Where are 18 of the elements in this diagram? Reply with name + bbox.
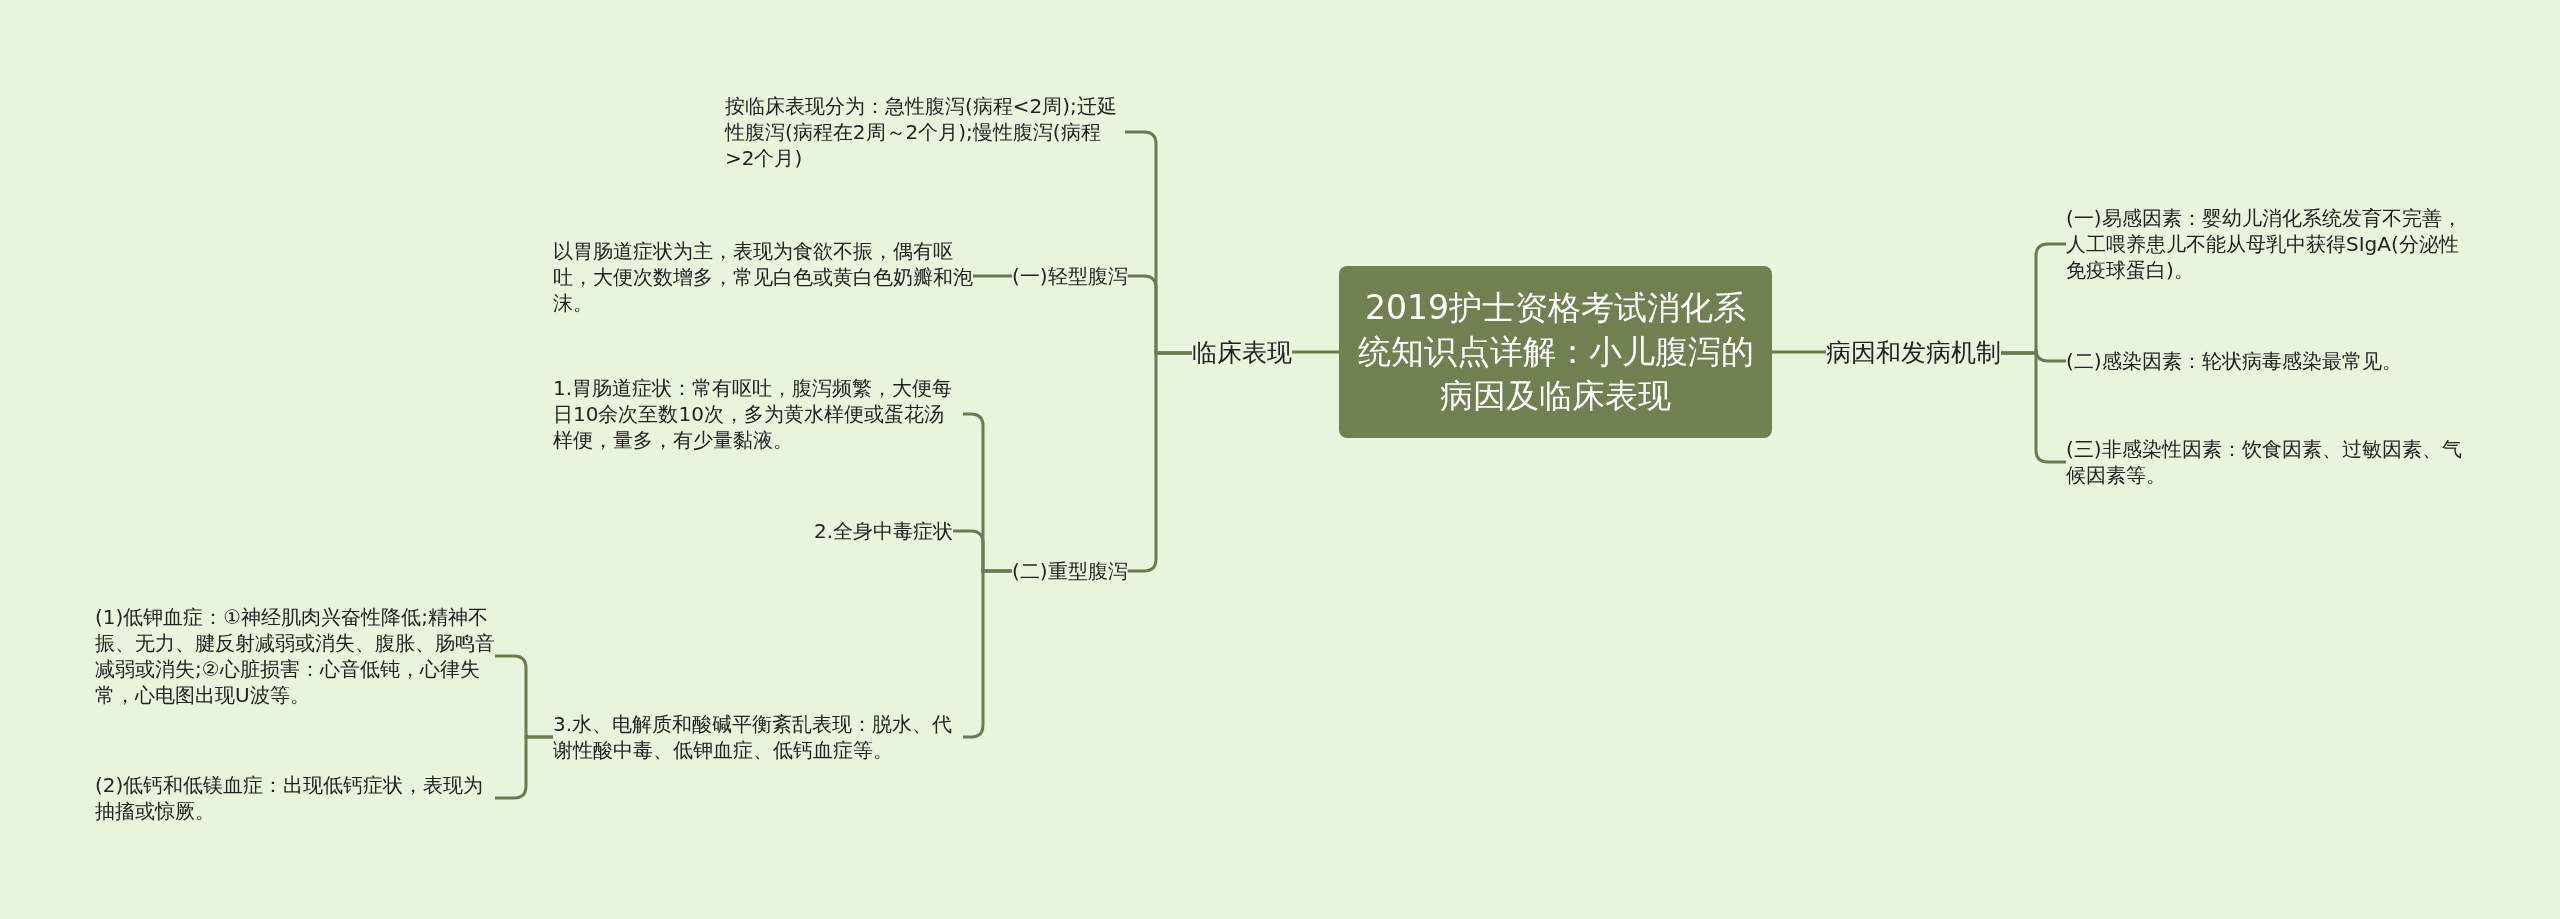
topic-text: 以胃肠道症状为主，表现为食欲不振，偶有呕吐，大便次数增多，常见白色或黄白色奶瓣和泡沫。 bbox=[553, 238, 973, 316]
topic-text: (一)易感因素：婴幼儿消化系统发育不完善，人工喂养患儿不能从母乳中获得SIgA(分泌性免疫球蛋白)。 bbox=[2066, 205, 2466, 283]
topic-text: 3.水、电解质和酸碱平衡紊乱表现：脱水、代谢性酸中毒、低钾血症、低钙血症等。 bbox=[553, 711, 963, 763]
topic-text: (二)重型腹泻 bbox=[1012, 558, 1128, 584]
connector-line bbox=[973, 274, 1012, 278]
topic-text: (一)轻型腹泻 bbox=[1012, 263, 1128, 289]
topic-text: 2.全身中毒症状 bbox=[814, 518, 954, 544]
topic-text: 1.胃肠道症状：常有呕吐，腹泻频繁，大便每日10余次至数10次，多为黄水样便或蛋花汤样便，量多，有少量黏液。 bbox=[553, 375, 963, 453]
branch-text: 临床表现 bbox=[1192, 337, 1292, 369]
branch-text: 病因和发病机制 bbox=[1826, 337, 2001, 369]
topic-text: (2)低钙和低镁血症：出现低钙症状，表现为抽搐或惊厥。 bbox=[95, 772, 495, 824]
connector-line bbox=[1292, 350, 1339, 354]
central-topic-box: 2019护士资格考试消化系统知识点详解：小儿腹泻的病因及临床表现 bbox=[1339, 266, 1772, 438]
topic-text: 按临床表现分为：急性腹泻(病程<2周);迁延性腹泻(病程在2周～2个月);慢性腹泻(病程>2个月) bbox=[725, 93, 1125, 171]
topic-text: (三)非感染性因素：饮食因素、过敏因素、气候因素等。 bbox=[2066, 436, 2466, 488]
topic-text: (二)感染因素：轮状病毒感染最常见。 bbox=[2066, 348, 2402, 374]
topic-text: (1)低钾血症：①神经肌肉兴奋性降低;精神不振、无力、腱反射减弱或消失、腹胀、肠鸣音减弱或消失;②心脏损害：心音低钝，心律失常，心电图出现U波等。 bbox=[95, 604, 495, 708]
connector-line bbox=[1772, 350, 1826, 354]
